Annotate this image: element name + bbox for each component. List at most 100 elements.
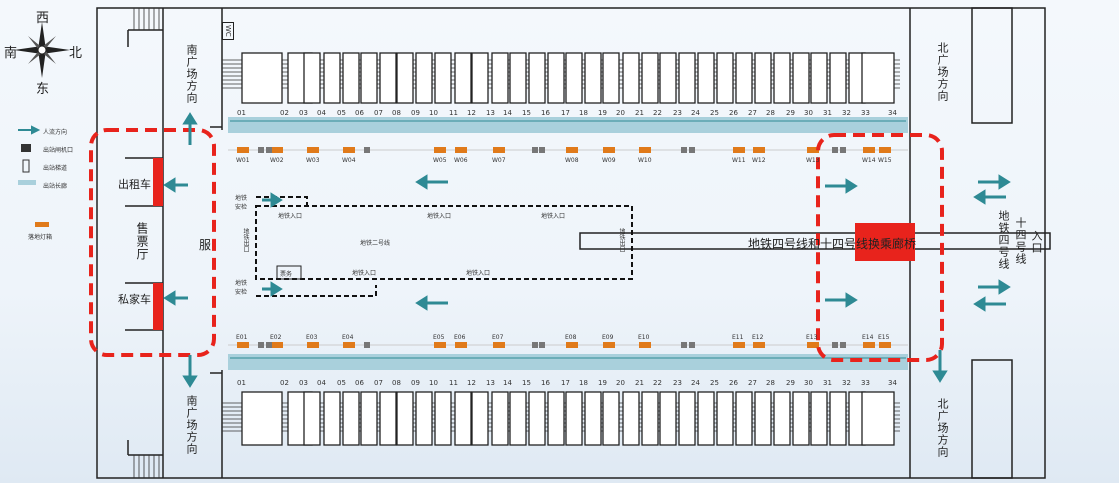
transfer-bridge-label[interactable]: 地铁四号线和十四号线换乘廊桥: [748, 237, 917, 251]
lightbox-label: E01: [236, 334, 248, 341]
metro-entrance[interactable]: 地铁入口: [352, 270, 377, 277]
lightbox-E14: [863, 342, 875, 348]
corridor-north: [228, 117, 908, 133]
north-plaza-bottom[interactable]: 北广场方向: [936, 398, 949, 458]
line4-label: 地铁四号线: [997, 210, 1010, 270]
metro-exit-left: 地铁出口: [242, 228, 249, 252]
gate-icon: [840, 147, 846, 153]
gate-number: 03: [299, 379, 308, 387]
gate-number: 26: [729, 379, 738, 387]
lightbox-label: W09: [602, 157, 616, 164]
platform-stair-block: [584, 52, 602, 104]
entrance-label[interactable]: 入口: [1030, 230, 1043, 254]
lightbox-label: W07: [492, 157, 506, 164]
gate-number: 25: [710, 109, 719, 117]
gate-number: 30: [804, 379, 813, 387]
platform-stair-block: [241, 391, 283, 446]
lightbox-label: E02: [270, 334, 282, 341]
metro-entrance[interactable]: 地铁入口: [466, 270, 491, 277]
gate-number: 26: [729, 109, 738, 117]
metro-entrance[interactable]: 地铁入口: [427, 213, 452, 220]
platform-stair-block: [861, 52, 895, 104]
flow-arrow-icon: [182, 112, 198, 145]
lightbox-E05: [434, 342, 446, 348]
gate-number: 21: [635, 109, 644, 117]
gate-number: 15: [522, 379, 531, 387]
south-plaza-top[interactable]: 南广场方向: [185, 44, 198, 104]
south-plaza-bottom[interactable]: 南广场方向: [185, 395, 198, 455]
gate-number: 06: [355, 379, 364, 387]
compass-east: 东: [36, 82, 50, 97]
gate-number: 13: [486, 379, 495, 387]
gate-icon: [258, 342, 264, 348]
gate-number: 11: [449, 379, 458, 387]
lightbox-label: W14: [862, 157, 876, 164]
metro-entrance[interactable]: 地铁入口: [541, 213, 566, 220]
lightbox-W12: [753, 147, 765, 153]
platform-stair-block: [509, 391, 527, 446]
platform-stair-block: [415, 391, 433, 446]
lightbox-label: E08: [565, 334, 577, 341]
legend-label: 出站长廊: [43, 183, 68, 190]
lightbox-E11: [733, 342, 745, 348]
platform-stair-block: [810, 391, 828, 446]
platform-stair-block: [434, 52, 452, 104]
lightbox-W02: [271, 147, 283, 153]
lightbox-E02: [271, 342, 283, 348]
platform-stair-block: [697, 391, 715, 446]
gate-number: 11: [449, 109, 458, 117]
lightbox-E12: [753, 342, 765, 348]
lightbox-W13: [807, 147, 819, 153]
lightbox-label: E09: [602, 334, 614, 341]
platform-stair-block: [810, 52, 828, 104]
north-plaza-top[interactable]: 北广场方向: [936, 42, 949, 102]
compass-west: 西: [36, 11, 50, 26]
gate-number: 28: [766, 379, 775, 387]
lightbox-label: E07: [492, 334, 504, 341]
gate-icon: [832, 342, 838, 348]
metro-entrance[interactable]: 地铁入口: [278, 213, 303, 220]
lightbox-W03: [307, 147, 319, 153]
gate-number: 19: [598, 109, 607, 117]
flow-arrow-icon: [262, 281, 283, 297]
gate-number: 05: [337, 379, 346, 387]
legend-label: 落地灯箱: [28, 234, 53, 241]
lightbox-label: E06: [454, 334, 466, 341]
flow-arrow-icon: [825, 178, 858, 194]
platform-stair-block: [773, 52, 791, 104]
platform-stair-block: [379, 391, 397, 446]
lightbox-label: E04: [342, 334, 354, 341]
legend-label: 出站梯道: [43, 165, 68, 172]
platform-stair-block: [641, 391, 659, 446]
gate-icon: [266, 342, 272, 348]
gate-number: 18: [579, 379, 588, 387]
gate-number: 21: [635, 379, 644, 387]
stair-icon: [22, 159, 30, 173]
platform-stair-block: [528, 391, 546, 446]
compass-south: 南: [4, 46, 18, 61]
gate-icon: [681, 147, 687, 153]
gate-icon: [539, 147, 545, 153]
gate-number: 04: [317, 109, 326, 117]
gate-number: 07: [374, 109, 383, 117]
lightbox-label: W05: [433, 157, 447, 164]
platform-stair-block: [773, 391, 791, 446]
platform-stair-block: [528, 52, 546, 104]
platform-stair-block: [471, 391, 489, 446]
highlight-zone: [89, 128, 944, 362]
platform-stair-block: [471, 52, 489, 104]
gate-number: 31: [823, 379, 832, 387]
platform-stair-block: [659, 391, 677, 446]
platform-stair-block: [829, 52, 847, 104]
flow-arrow-icon: [415, 174, 448, 190]
lightbox-W07: [493, 147, 505, 153]
taxi-label: 出租车: [118, 178, 151, 191]
platform-stair-block: [454, 391, 472, 446]
gate-number: 08: [392, 109, 401, 117]
line14-label: 十四号线: [1014, 217, 1027, 265]
platform-stair-block: [454, 52, 472, 104]
lightbox-label: W02: [270, 157, 284, 164]
flow-arrow-icon: [262, 192, 283, 208]
gate-number: 30: [804, 109, 813, 117]
gate-number: 09: [411, 379, 420, 387]
